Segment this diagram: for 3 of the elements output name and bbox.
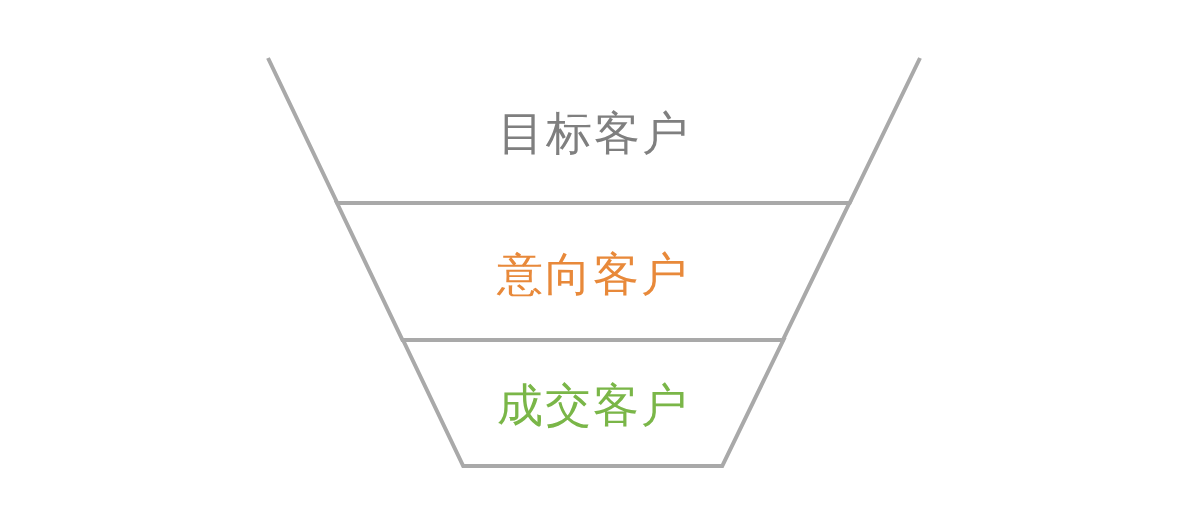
stage-label: 成交客户 bbox=[495, 377, 690, 434]
stage-label: 意向客户 bbox=[496, 245, 691, 303]
stage-label: 目标客户 bbox=[497, 104, 691, 162]
